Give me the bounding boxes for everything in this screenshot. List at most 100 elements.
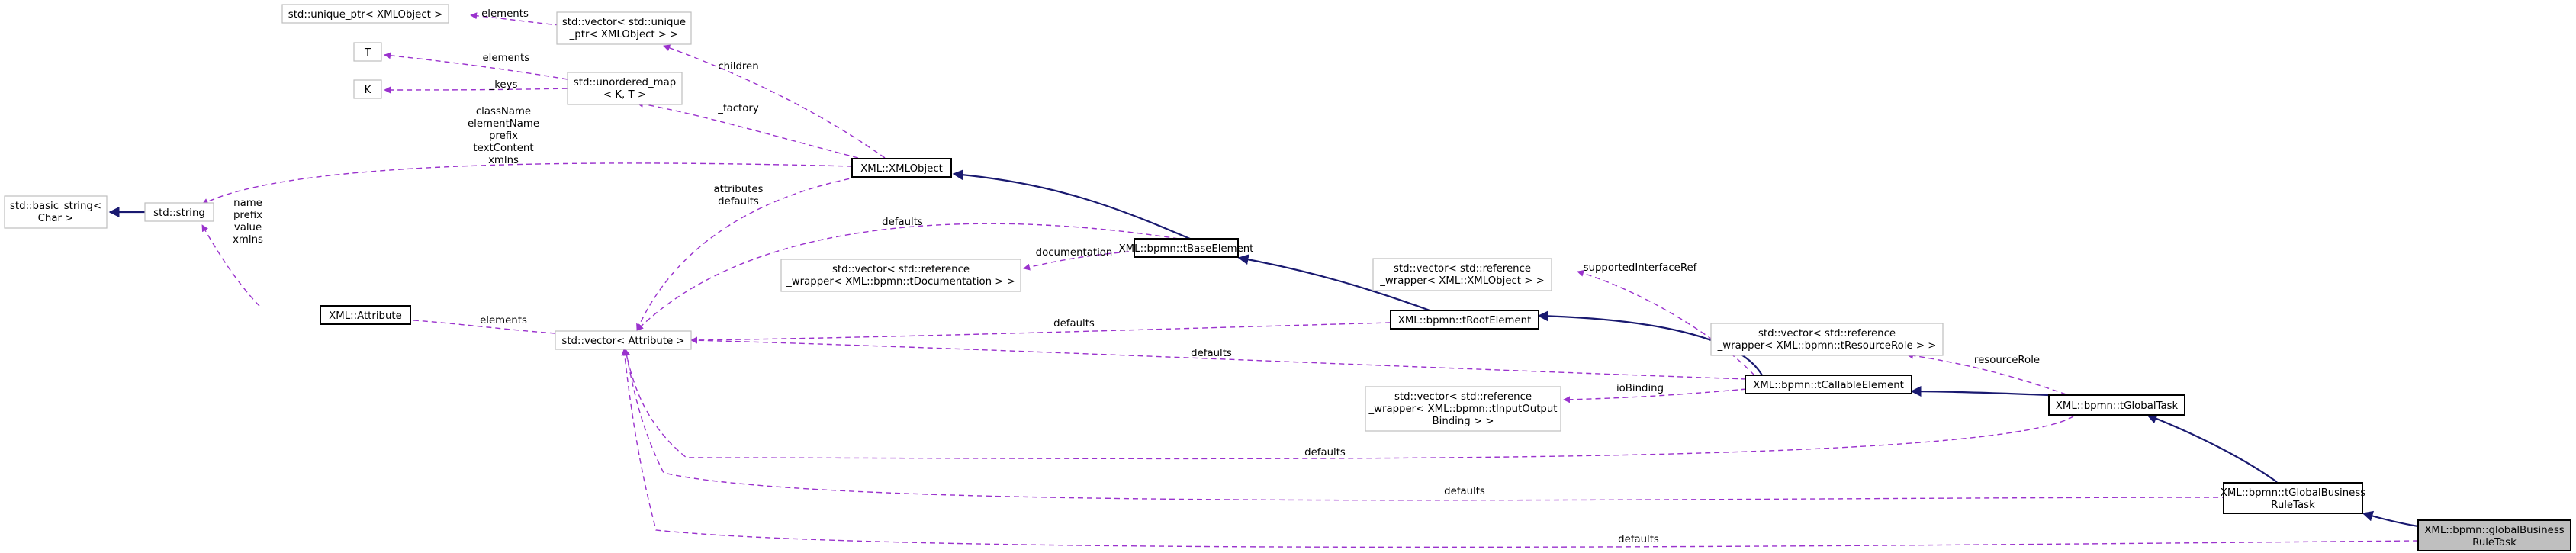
text-line: supportedInterfaceRef (1584, 262, 1697, 274)
edge-label-defaults-root: defaults (1053, 318, 1095, 330)
node-label: T (364, 47, 371, 59)
node-label: std::vector< std::reference_wrapper< XML… (1368, 391, 1557, 427)
edge-label-defaults-base: defaults (882, 217, 923, 228)
text-line: xmlns (488, 155, 519, 166)
node-xmlobject[interactable]: XML::XMLObject (851, 158, 952, 178)
text-line: elements (480, 315, 527, 326)
node-unique-ptr[interactable]: std::unique_ptr< XMLObject > (281, 4, 449, 24)
node-label: XML::bpmn::tBaseElement (1119, 243, 1254, 255)
text-line: _keys (489, 79, 518, 91)
text-line: XML::bpmn::tBaseElement (1119, 243, 1254, 255)
edge-defaults-global (621, 349, 2419, 548)
node-vector-documentation[interactable]: std::vector< std::reference_wrapper< XML… (780, 259, 1021, 292)
edge-defaults-callable (690, 336, 1748, 380)
node-tbaseelement[interactable]: XML::bpmn::tBaseElement (1119, 238, 1254, 258)
edge-inherit-trootelement (1537, 310, 1763, 376)
text-line: className (476, 106, 531, 117)
text-line: RuleTask (2271, 500, 2315, 511)
node-vector-unique-ptr[interactable]: std::vector< std::unique_ptr< XMLObject … (556, 11, 692, 45)
text-line: _elements (477, 53, 529, 64)
edge-inherit-tcallableelement (1910, 386, 2050, 397)
node-vector-xmlobject-ref[interactable]: std::vector< std::reference_wrapper< XML… (1372, 258, 1552, 291)
node-t[interactable]: T (353, 42, 382, 62)
node-label: XML::bpmn::tCallableElement (1753, 380, 1904, 391)
node-label: std::vector< std::unique_ptr< XMLObject … (562, 17, 686, 40)
node-label: std::string (153, 207, 205, 219)
node-label: XML::bpmn::tRootElement (1398, 315, 1532, 326)
edge-attributes-defaults (636, 176, 859, 331)
text-line: xmlns (233, 234, 263, 246)
text-line: _ptr< XMLObject > > (569, 29, 679, 40)
text-line: XML::bpmn::globalBusiness (2424, 525, 2564, 536)
node-label: K (365, 85, 371, 96)
node-label: std::vector< std::reference_wrapper< XML… (1717, 328, 1937, 352)
text-line: XML::bpmn::tCallableElement (1753, 380, 1904, 391)
text-line: XML::bpmn::tGlobalBusiness (2221, 487, 2366, 499)
edge-keys (384, 86, 568, 94)
node-unordered-map[interactable]: std::unordered_map< K, T > (567, 72, 683, 105)
text-line: RuleTask (2472, 537, 2517, 548)
text-line: < K, T > (603, 89, 646, 101)
edge-label-defaults-global: defaults (1618, 534, 1659, 545)
edge-label-factory: _factory (717, 103, 759, 114)
text-line: std::unordered_map (574, 77, 676, 88)
edge-label-elements-attr: elements (480, 315, 527, 326)
node-label: std::basic_string<Char > (10, 201, 101, 224)
edge-elements-attr (404, 317, 556, 334)
text-line: XML::Attribute (329, 310, 402, 322)
text-line: elements (481, 8, 529, 20)
text-line: _wrapper< XML::bpmn::tResourceRole > > (1717, 340, 1937, 352)
node-label: std::vector< std::reference_wrapper< XML… (786, 264, 1015, 288)
edge-xmlobject-strings (201, 162, 853, 205)
node-label: std::vector< std::reference_wrapper< XML… (1379, 263, 1545, 287)
text-line: _wrapper< XML::bpmn::tInputOutput (1368, 403, 1557, 415)
edge-elements-t (384, 52, 568, 80)
text-line: K (365, 85, 371, 96)
node-k[interactable]: K (353, 79, 382, 99)
node-vector-resourcerole[interactable]: std::vector< std::reference_wrapper< XML… (1710, 323, 1944, 356)
edge-label-defaults-task: defaults (1304, 447, 1346, 458)
text-line: std::vector< std::reference (832, 264, 970, 275)
text-line: _wrapper< XML::bpmn::tDocumentation > > (786, 276, 1015, 288)
text-line: _wrapper< XML::XMLObject > > (1379, 275, 1545, 287)
text-line: defaults (718, 196, 759, 207)
text-line: children (718, 61, 758, 72)
node-string[interactable]: std::string (144, 202, 214, 222)
text-line: defaults (1053, 318, 1095, 330)
edge-defaults-base (636, 223, 1179, 331)
edge-supported-interface (1577, 269, 1755, 376)
node-label: XML::XMLObject (860, 163, 943, 175)
node-trootelement[interactable]: XML::bpmn::tRootElement (1390, 310, 1539, 330)
text-line: elementName (468, 118, 539, 130)
edge-defaults-business (623, 349, 2228, 501)
node-vector-attribute[interactable]: std::vector< Attribute > (555, 330, 692, 350)
edge-defaults-task (623, 349, 2074, 460)
text-line: ioBinding (1616, 383, 1664, 394)
text-line: prefix (489, 130, 518, 142)
node-tglobaltask[interactable]: XML::bpmn::tGlobalTask (2048, 394, 2185, 416)
text-line: std::vector< std::unique (562, 17, 686, 28)
node-tcallableelement[interactable]: XML::bpmn::tCallableElement (1745, 375, 1912, 394)
edge-io-binding (1563, 388, 1748, 403)
text-line: resourceRole (1974, 355, 2040, 366)
node-basic-string[interactable]: std::basic_string<Char > (4, 195, 108, 229)
node-vector-iobinding[interactable]: std::vector< std::reference_wrapper< XML… (1365, 386, 1561, 432)
node-label: XML::bpmn::tGlobalTask (2056, 400, 2179, 412)
edge-label-defaults-callable: defaults (1191, 348, 1232, 359)
edge-label-documentation: documentation (1036, 247, 1113, 259)
text-line: defaults (1191, 348, 1232, 359)
node-attribute[interactable]: XML::Attribute (320, 305, 411, 325)
text-line: Binding > > (1433, 416, 1494, 427)
text-line: XML::XMLObject (860, 163, 943, 175)
edge-label-supported-interface: supportedInterfaceRef (1584, 262, 1697, 274)
node-label: XML::Attribute (329, 310, 402, 322)
text-line: std::vector< std::reference (1394, 263, 1531, 275)
text-line: XML::bpmn::tRootElement (1398, 315, 1532, 326)
